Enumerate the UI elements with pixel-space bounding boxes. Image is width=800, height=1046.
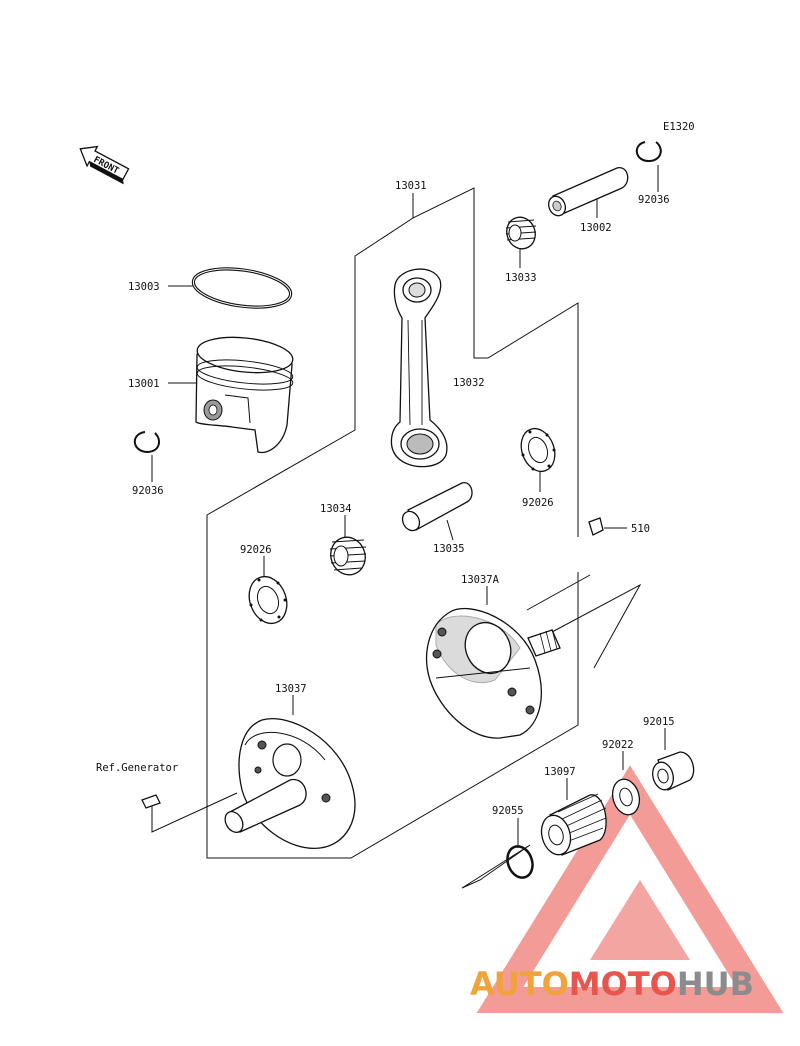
label-92022: 92022 — [602, 739, 634, 751]
washer — [611, 778, 641, 816]
big-end-bearing — [329, 536, 367, 576]
label-13032: 13032 — [453, 377, 485, 389]
connecting-rod — [390, 268, 448, 468]
label-13031: 13031 — [395, 180, 427, 192]
label-13003: 13003 — [128, 281, 160, 293]
label-92055: 92055 — [492, 805, 524, 817]
assembly-outline — [151, 187, 642, 889]
label-13034: 13034 — [320, 503, 352, 515]
label-92036-left: 92036 — [132, 485, 164, 497]
label-92026-left: 92026 — [240, 544, 272, 556]
label-92015: 92015 — [643, 716, 675, 728]
circlip-left — [133, 431, 161, 454]
woodruff-key — [588, 517, 604, 536]
crankshaft-left-half — [224, 718, 356, 849]
leader-lines — [151, 165, 666, 848]
collar — [652, 751, 695, 791]
label-ref-generator: Ref.Generator — [96, 762, 178, 774]
label-13037: 13037 — [275, 683, 307, 695]
label-13097: 13097 — [544, 766, 576, 778]
o-ring — [506, 845, 534, 879]
crank-pin — [401, 482, 473, 532]
label-92036-top: 92036 — [638, 194, 670, 206]
piston-ring — [191, 267, 293, 309]
crank-gear — [540, 793, 607, 856]
label-13033: 13033 — [505, 272, 537, 284]
front-arrow-icon: FRONT — [79, 145, 130, 185]
label-92026-right: 92026 — [522, 497, 554, 509]
watermark-hub: HUB — [677, 965, 754, 1003]
label-510: 510 — [631, 523, 650, 535]
thrust-washer-right — [520, 427, 556, 473]
label-13001: 13001 — [128, 378, 160, 390]
label-13035: 13035 — [433, 543, 465, 555]
crankshaft-right-half — [425, 607, 561, 739]
label-13037A: 13037A — [461, 574, 500, 586]
watermark-auto: AUTO — [470, 965, 569, 1003]
piston-pin — [547, 167, 629, 217]
circlip-top — [635, 141, 662, 163]
label-13002: 13002 — [580, 222, 612, 234]
generator-key — [141, 794, 161, 809]
small-end-bearing — [505, 216, 537, 250]
watermark-logo-icon — [476, 765, 784, 1013]
watermark-moto: MOTO — [569, 965, 677, 1003]
part-labels: 13031 13002 92036 13033 13003 13001 1303… — [96, 180, 675, 817]
piston — [195, 336, 294, 454]
thrust-washer-left — [248, 575, 288, 625]
watermark-text: AUTOMOTOHUB — [470, 965, 754, 1003]
diagram-code: E1320 — [663, 121, 695, 133]
